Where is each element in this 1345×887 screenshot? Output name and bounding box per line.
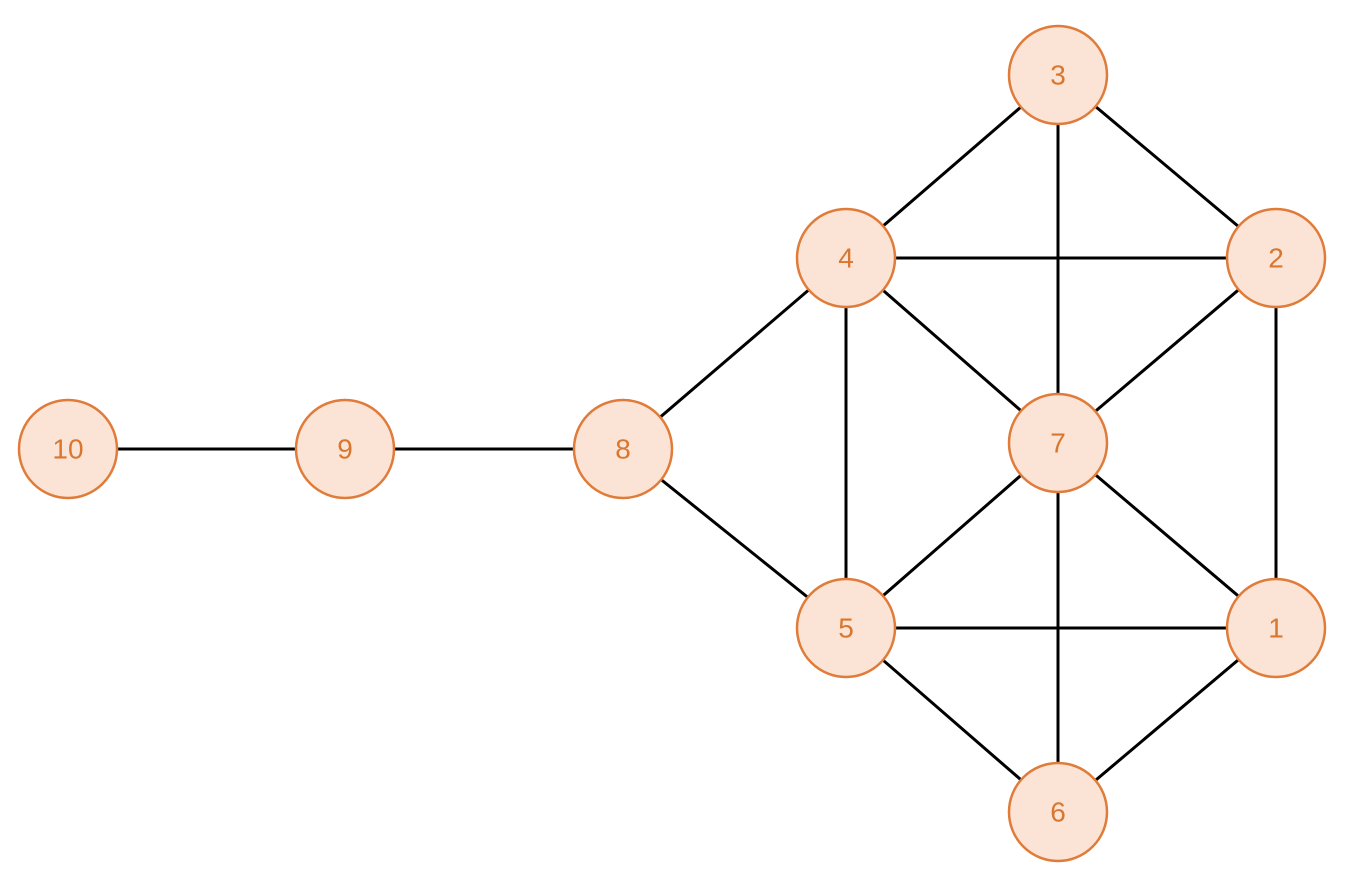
node-circle	[1007, 761, 1109, 863]
node-6: 6	[1007, 761, 1109, 863]
node-9: 9	[294, 398, 396, 500]
node-circle	[1225, 577, 1327, 679]
nodes-layer: 1 2 3 4 5 6 7 8 9 10	[17, 24, 1327, 863]
node-label: 9	[337, 434, 353, 465]
node-3: 3	[1007, 24, 1109, 126]
node-5: 5	[795, 577, 897, 679]
node-8: 8	[572, 398, 674, 500]
node-circle	[294, 398, 396, 500]
node-circle	[17, 398, 119, 500]
node-label: 6	[1050, 797, 1066, 828]
node-label: 4	[838, 243, 854, 274]
node-label: 5	[838, 613, 854, 644]
node-2: 2	[1225, 207, 1327, 309]
node-label: 3	[1050, 60, 1066, 91]
node-circle	[1225, 207, 1327, 309]
node-1: 1	[1225, 577, 1327, 679]
node-circle	[795, 577, 897, 679]
node-circle	[572, 398, 674, 500]
node-10: 10	[17, 398, 119, 500]
node-label: 10	[52, 434, 83, 465]
node-label: 7	[1050, 428, 1066, 459]
node-circle	[1007, 24, 1109, 126]
node-circle	[1007, 392, 1109, 494]
node-label: 1	[1268, 613, 1284, 644]
node-7: 7	[1007, 392, 1109, 494]
node-label: 2	[1268, 243, 1284, 274]
node-4: 4	[795, 207, 897, 309]
node-circle	[795, 207, 897, 309]
node-label: 8	[615, 434, 631, 465]
